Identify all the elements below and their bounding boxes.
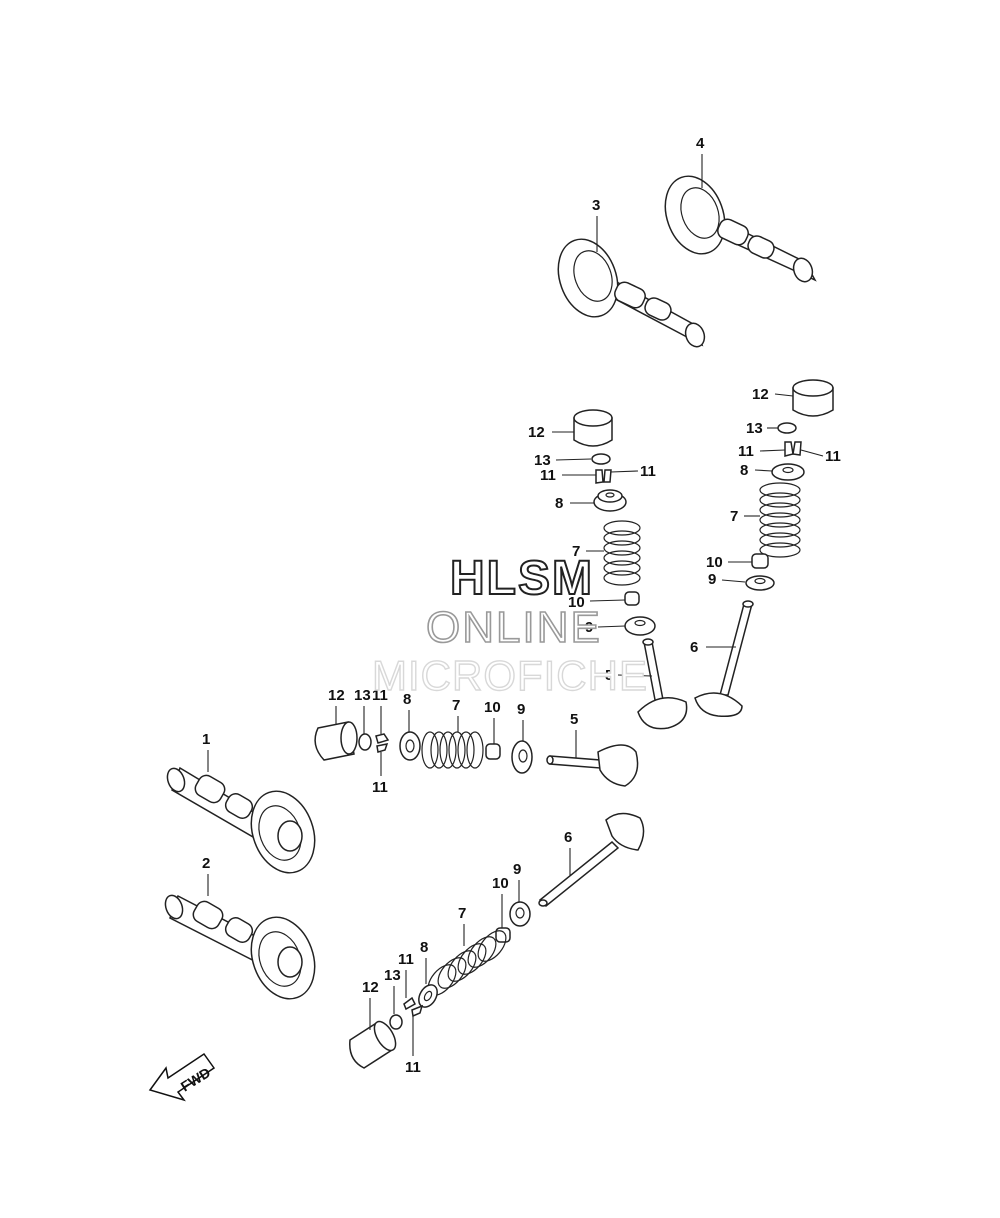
callout-label: 8 bbox=[740, 462, 748, 479]
callout-label: 8 bbox=[420, 939, 428, 956]
callout-label: 12 bbox=[362, 979, 379, 996]
seal-10-mid[interactable] bbox=[624, 591, 640, 606]
tappet-12-mid[interactable] bbox=[573, 409, 613, 447]
cotter-11-lower[interactable] bbox=[403, 996, 424, 1018]
callout-label: 8 bbox=[555, 495, 563, 512]
shim-13-lower[interactable] bbox=[389, 1014, 403, 1030]
callout-label: 7 bbox=[458, 905, 466, 922]
tappet-12-right[interactable] bbox=[792, 379, 834, 417]
callout-label: 11 bbox=[405, 1059, 421, 1076]
retainer-8-right[interactable] bbox=[771, 463, 805, 481]
seal-10-right[interactable] bbox=[751, 553, 769, 569]
seat-9-lower[interactable] bbox=[509, 901, 531, 927]
retainer-8-lower[interactable] bbox=[415, 982, 441, 1011]
callout-label: 11 bbox=[398, 951, 414, 968]
callout-label: 10 bbox=[706, 554, 723, 571]
callout-label: 1 bbox=[202, 731, 210, 748]
callout-label: 9 bbox=[708, 571, 716, 588]
callout-label: 11 bbox=[640, 463, 656, 480]
callout-label: 3 bbox=[592, 197, 600, 214]
seat-9-horizontal[interactable] bbox=[511, 740, 533, 774]
callout-label: 9 bbox=[513, 861, 521, 878]
callout-label: 12 bbox=[528, 424, 545, 441]
callout-label: 9 bbox=[585, 619, 593, 636]
watermark-line3: MICROFICHE bbox=[372, 652, 648, 699]
camshaft-2[interactable] bbox=[162, 893, 325, 1008]
callout-label: 10 bbox=[568, 594, 585, 611]
callout-label: 5 bbox=[570, 711, 578, 728]
cotter-11-horizontal[interactable] bbox=[375, 733, 390, 753]
shim-13-right[interactable] bbox=[777, 422, 797, 434]
callout-label: 11 bbox=[372, 779, 388, 796]
callout-label: 13 bbox=[746, 420, 763, 437]
seal-10-lower[interactable] bbox=[495, 927, 511, 943]
camshaft-4[interactable] bbox=[655, 168, 817, 285]
callout-label: 9 bbox=[517, 701, 525, 718]
watermark-line1: HLSM bbox=[450, 552, 594, 605]
callout-label: 12 bbox=[328, 687, 345, 704]
shim-13-horizontal[interactable] bbox=[358, 733, 372, 751]
cotter-11-mid[interactable] bbox=[595, 469, 612, 484]
watermark: HLSM ONLINE MICROFICHE bbox=[371, 551, 648, 700]
camshaft-3[interactable] bbox=[548, 231, 708, 350]
callout-label: 6 bbox=[564, 829, 572, 846]
callout-label: 8 bbox=[403, 691, 411, 708]
seal-10-horizontal[interactable] bbox=[485, 743, 501, 760]
callout-label: 10 bbox=[484, 699, 501, 716]
valve-6-right[interactable] bbox=[694, 600, 754, 718]
seat-9-mid[interactable] bbox=[624, 616, 656, 636]
spring-7-lower[interactable] bbox=[423, 926, 511, 1000]
spring-7-right[interactable] bbox=[759, 482, 801, 558]
callout-label: 11 bbox=[738, 443, 754, 460]
callout-label: 12 bbox=[752, 386, 769, 403]
callout-label: 10 bbox=[492, 875, 509, 892]
cotter-11-right[interactable] bbox=[784, 441, 802, 457]
callout-label: 13 bbox=[384, 967, 401, 984]
spring-7-horizontal[interactable] bbox=[421, 731, 484, 769]
callout-label: 11 bbox=[540, 467, 556, 484]
retainer-8-horizontal[interactable] bbox=[399, 731, 421, 761]
fwd-arrow-icon: FWD bbox=[148, 1052, 216, 1102]
callout-label: 13 bbox=[534, 452, 551, 469]
retainer-8-mid[interactable] bbox=[593, 489, 627, 512]
callout-label: 6 bbox=[690, 639, 698, 656]
callout-label: 13 bbox=[354, 687, 371, 704]
callout-label: 7 bbox=[730, 508, 738, 525]
valve-5-mid[interactable] bbox=[637, 638, 688, 730]
shim-13-mid[interactable] bbox=[591, 453, 611, 465]
callout-label: 11 bbox=[372, 687, 388, 704]
callout-label: 5 bbox=[605, 667, 613, 684]
callout-3: 3 bbox=[592, 197, 600, 252]
seat-9-right[interactable] bbox=[745, 575, 775, 591]
camshaft-1[interactable] bbox=[164, 766, 325, 882]
watermark-line2: ONLINE bbox=[426, 603, 602, 652]
callout-label: 11 bbox=[825, 448, 841, 465]
tappet-12-horizontal[interactable] bbox=[314, 721, 358, 761]
valve-6-lower[interactable] bbox=[538, 812, 645, 908]
tappet-12-lower[interactable] bbox=[349, 1018, 400, 1069]
callout-4: 4 bbox=[696, 135, 705, 188]
callout-label: 2 bbox=[202, 855, 210, 872]
callout-label: 7 bbox=[572, 543, 580, 560]
callout-label: 7 bbox=[452, 697, 460, 714]
valve-5-horizontal[interactable] bbox=[546, 744, 639, 787]
spring-7-mid[interactable] bbox=[603, 520, 641, 586]
callout-label: 4 bbox=[696, 135, 705, 152]
